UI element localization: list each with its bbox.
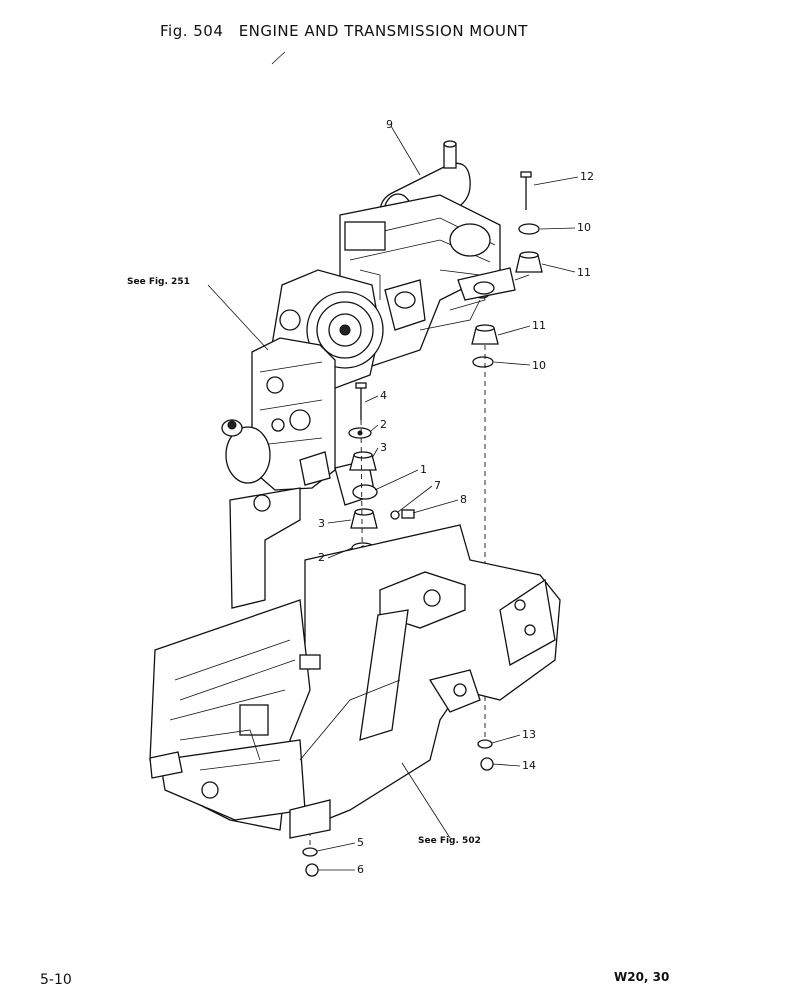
callout-3-lower: 3	[318, 517, 325, 530]
callout-11-upper: 11	[577, 266, 591, 279]
figure-number: Fig. 504	[160, 22, 224, 40]
callout-11-lower: 11	[532, 319, 546, 332]
callout-5: 5	[357, 836, 364, 849]
callout-10-upper: 10	[577, 221, 591, 234]
main-frame	[149, 487, 561, 839]
callout-14: 14	[522, 759, 536, 772]
callout-10-lower: 10	[532, 359, 546, 372]
frame-reference-label: See Fig. 502	[418, 836, 481, 846]
callout-9: 9	[386, 118, 393, 131]
model-code: W20, 30	[614, 970, 670, 984]
callout-7: 7	[434, 479, 441, 492]
callout-1: 1	[420, 463, 427, 476]
engine-reference-label: See Fig. 251	[127, 277, 190, 287]
callout-8: 8	[460, 493, 467, 506]
figure-caption: ENGINE AND TRANSMISSION MOUNT	[238, 22, 528, 40]
engine-assembly	[221, 140, 501, 506]
callout-4: 4	[380, 389, 387, 402]
figure-title: Fig. 504 ENGINE AND TRANSMISSION MOUNT	[160, 22, 528, 40]
page-number: 5-10	[40, 972, 72, 988]
leader-lines	[207, 51, 579, 871]
callout-13: 13	[522, 728, 536, 741]
callout-6: 6	[357, 863, 364, 876]
callout-12: 12	[580, 170, 594, 183]
callout-3-upper: 3	[380, 441, 387, 454]
callout-2-upper: 2	[380, 418, 387, 431]
callout-2-lower: 2	[318, 551, 325, 564]
